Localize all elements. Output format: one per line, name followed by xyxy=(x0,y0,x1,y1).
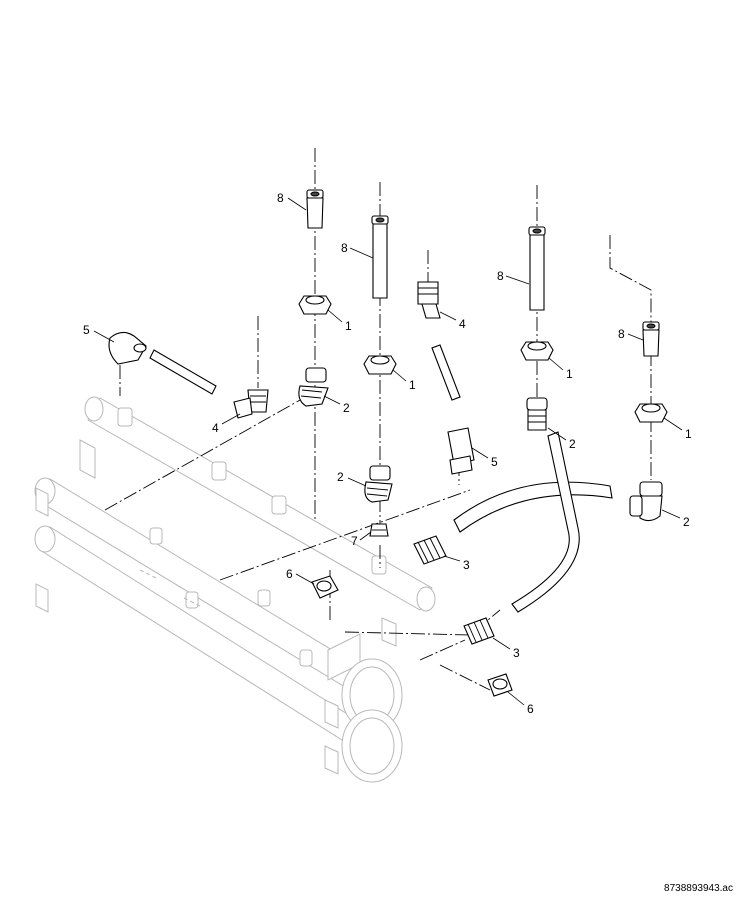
callout-1-d: 1 xyxy=(685,427,692,441)
callout-leaders xyxy=(93,197,683,706)
part-4-elbow-left xyxy=(233,389,269,419)
callout-2-d: 2 xyxy=(683,515,690,529)
part-2-fitting-right xyxy=(526,397,548,431)
drawing-reference-code: 8738893943.ac xyxy=(664,883,733,894)
callout-7: 7 xyxy=(351,534,358,548)
part-4-elbow-upper xyxy=(417,281,441,319)
part-8-tube-long-center xyxy=(371,215,389,299)
part-1-hex-nut-far-right xyxy=(634,403,668,423)
part-7-plug xyxy=(369,523,389,537)
part-2-elbow-center xyxy=(364,465,393,503)
part-6-nut-lower xyxy=(487,673,513,697)
part-5-elbow-center xyxy=(447,427,475,475)
callout-1-c: 1 xyxy=(566,367,573,381)
part-6-nut-upper xyxy=(311,575,339,599)
part-1-hex-nut-center xyxy=(363,355,397,375)
callout-1-a: 1 xyxy=(345,319,352,333)
callout-2-b: 2 xyxy=(337,470,344,484)
callout-6-a: 6 xyxy=(286,567,293,581)
callout-5-a: 5 xyxy=(83,323,90,337)
part-1-hex-nut-left xyxy=(298,295,332,315)
callout-3-a: 3 xyxy=(463,558,470,572)
part-2-elbow-far-right xyxy=(629,481,663,522)
callout-8-b: 8 xyxy=(341,241,348,255)
part-8-sleeve-short-right xyxy=(642,321,660,357)
part-3-coupling-lower xyxy=(463,617,495,645)
callout-6-b: 6 xyxy=(527,702,534,716)
callout-8-c: 8 xyxy=(497,269,504,283)
callout-4-b: 4 xyxy=(459,317,466,331)
callout-3-b: 3 xyxy=(513,646,520,660)
callout-2-c: 2 xyxy=(569,437,576,451)
callout-1-b: 1 xyxy=(409,378,416,392)
part-5-elbow-top-left xyxy=(108,331,147,365)
callout-2-a: 2 xyxy=(343,401,350,415)
part-3-coupling-upper xyxy=(413,535,447,565)
manifold-assembly xyxy=(34,396,436,783)
callout-5-b: 5 xyxy=(491,455,498,469)
callout-8-a: 8 xyxy=(277,191,284,205)
part-8-tube-long-right xyxy=(528,226,546,311)
part-1-hex-nut-right xyxy=(520,341,554,361)
callout-8-d: 8 xyxy=(618,327,625,341)
part-2-elbow-left xyxy=(298,367,329,407)
hoses xyxy=(149,344,613,613)
callout-labels: 8 8 8 8 1 1 1 1 2 2 2 2 3 3 4 4 5 5 6 6 … xyxy=(83,191,692,716)
callout-4-a: 4 xyxy=(212,421,219,435)
part-8-sleeve-short-left xyxy=(306,189,324,229)
